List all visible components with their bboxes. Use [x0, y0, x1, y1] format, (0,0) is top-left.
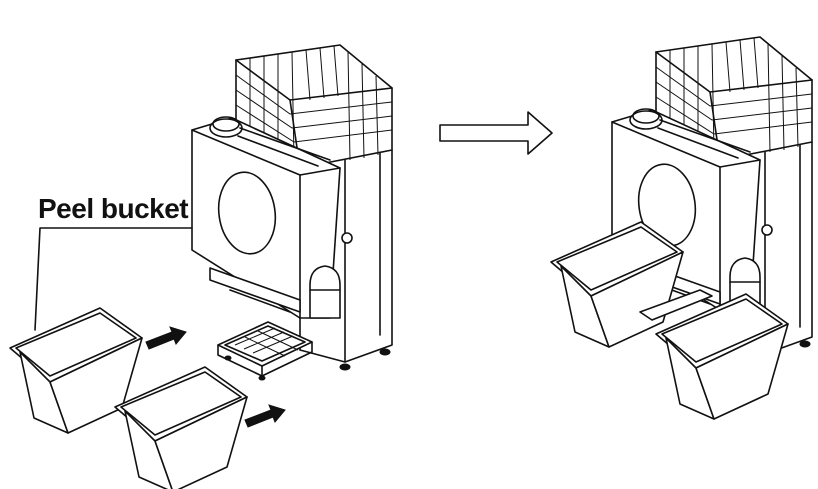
transition-arrow-icon	[439, 111, 553, 155]
bucket-bracket	[639, 289, 713, 321]
arrow-icon	[244, 404, 286, 428]
label-leader-line	[34, 227, 193, 331]
peel-bucket-2	[114, 366, 248, 489]
juicer-machine-before	[191, 44, 393, 371]
arrow-icon	[145, 326, 187, 350]
peel-bucket-installed-left	[550, 221, 684, 348]
peel-bucket-installed-right	[655, 293, 789, 420]
drip-tray	[217, 321, 313, 381]
peel-bucket-label: Peel bucket	[38, 193, 189, 224]
peel-bucket-1	[9, 307, 143, 434]
